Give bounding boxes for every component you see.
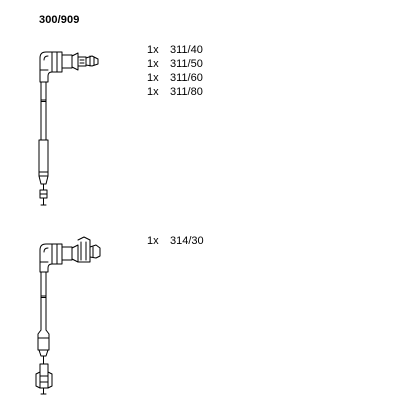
list-item: 1x 311/80 [147,85,203,99]
part-quantity: 1x [147,44,159,56]
part-code: 311/50 [170,58,203,70]
list-item: 1x 311/60 [147,71,203,85]
list-item: 1x 314/30 [147,234,204,248]
part-quantity: 1x [147,72,159,84]
straight-boot-connector [35,329,53,395]
part-list-set-1: 1x 311/40 1x 311/50 1x 311/60 1x 311/80 [147,43,203,99]
part-quantity: 1x [147,86,159,98]
cable [40,271,47,331]
kit-number: 300/909 [39,14,80,26]
cable [40,81,47,141]
part-code: 311/60 [170,72,203,84]
angled-boot-connector [39,236,101,273]
straight-boot-connector [38,139,49,206]
angled-boot-connector [39,51,99,83]
part-code: 311/40 [170,44,203,56]
part-quantity: 1x [147,58,159,70]
list-item: 1x 311/40 [147,43,203,57]
part-code: 314/30 [170,235,204,247]
ignition-lead-1 [38,51,99,206]
ignition-lead-2 [35,236,101,395]
part-list-set-2: 1x 314/30 [147,234,204,248]
list-item: 1x 311/50 [147,57,203,71]
part-code: 311/80 [170,86,203,98]
part-quantity: 1x [147,235,159,247]
